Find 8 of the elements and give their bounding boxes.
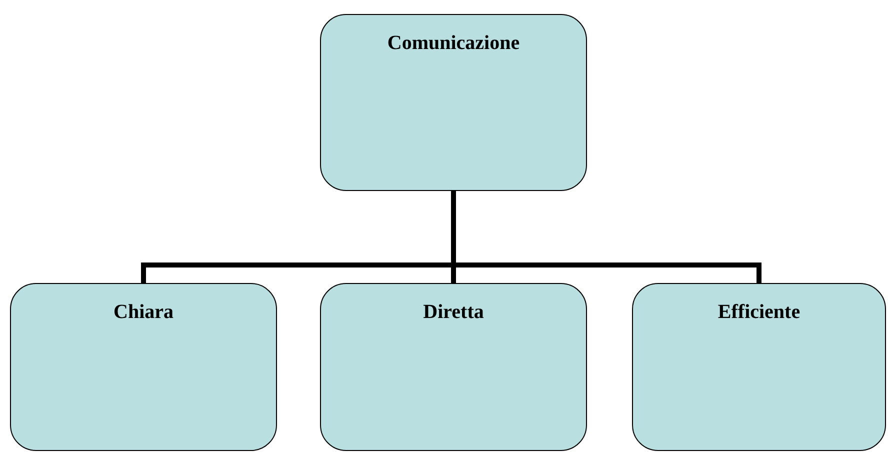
box-label: Diretta bbox=[422, 301, 485, 324]
rounded-box bbox=[10, 283, 277, 451]
rounded-box bbox=[632, 283, 886, 451]
box-label: Efficiente bbox=[716, 301, 802, 324]
rounded-box bbox=[320, 283, 587, 451]
rounded-box bbox=[320, 14, 587, 191]
box-label: Chiara bbox=[112, 301, 174, 324]
box-label: Comunicazione bbox=[386, 32, 521, 55]
